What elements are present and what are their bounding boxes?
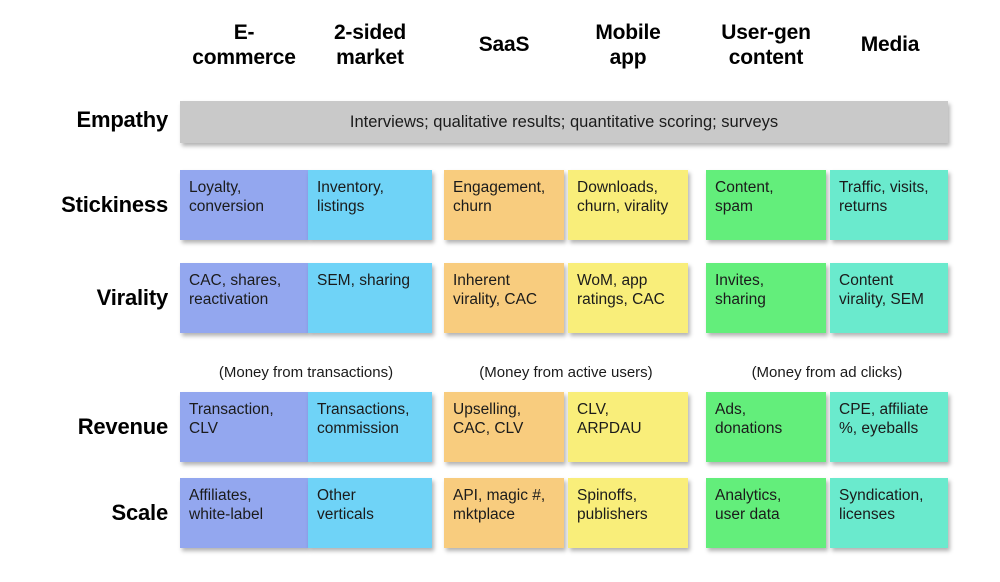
- cell-text: Invites, sharing: [715, 272, 766, 308]
- cell-stickiness-media: Traffic, visits, returns: [830, 170, 948, 240]
- cell-virality-saas: Inherent virality, CAC: [444, 263, 564, 333]
- cell-revenue-saas: Upselling, CAC, CLV: [444, 392, 564, 462]
- row-label-scale: Scale: [111, 500, 169, 525]
- cell-scale-saas: API, magic #, mktplace: [444, 478, 564, 548]
- column-header-ugc: User-gen content: [721, 21, 811, 69]
- column-header-ecommerce: E- commerce: [192, 21, 296, 69]
- cell-virality-ugc: Invites, sharing: [706, 263, 826, 333]
- cell-text: Analytics, user data: [715, 487, 782, 523]
- cell-text: Loyalty, conversion: [189, 179, 264, 215]
- cell-text: Content, spam: [715, 179, 774, 215]
- cell-text: CLV, ARPDAU: [577, 401, 642, 437]
- cell-scale-mobile-app: Spinoffs, publishers: [568, 478, 688, 548]
- cell-text: Content virality, SEM: [839, 272, 924, 308]
- cell-text: Engagement, churn: [453, 179, 546, 215]
- cell-scale-media: Syndication, licenses: [830, 478, 948, 548]
- cell-text: SEM, sharing: [317, 272, 411, 289]
- cell-scale-ecommerce: Affiliates, white-label: [180, 478, 308, 548]
- cell-text: Affiliates, white-label: [189, 487, 264, 523]
- row-label-virality: Virality: [96, 285, 169, 310]
- cell-text: Upselling, CAC, CLV: [453, 401, 524, 437]
- row-label-empathy: Empathy: [76, 107, 168, 132]
- cell-text: Traffic, visits, returns: [839, 179, 929, 215]
- cell-scale-ugc: Analytics, user data: [706, 478, 826, 548]
- cell-stickiness-saas: Engagement, churn: [444, 170, 564, 240]
- cell-text: Transaction, CLV: [189, 401, 274, 437]
- cell-text: Other verticals: [317, 487, 374, 523]
- cell-revenue-two-sided: Transactions, commission: [308, 392, 432, 462]
- cell-virality-mobile-app: WoM, app ratings, CAC: [568, 263, 688, 333]
- cell-stickiness-mobile-app: Downloads, churn, virality: [568, 170, 688, 240]
- cell-text: Inventory, listings: [317, 179, 384, 215]
- cell-text: API, magic #, mktplace: [453, 487, 546, 523]
- cell-virality-media: Content virality, SEM: [830, 263, 948, 333]
- cell-revenue-ecommerce: Transaction, CLV: [180, 392, 308, 462]
- empathy-banner: Interviews; qualitative results; quantit…: [180, 101, 948, 143]
- cell-text: Transactions, commission: [317, 401, 410, 437]
- group-note-ad-clicks: (Money from ad clicks): [751, 364, 903, 381]
- cell-revenue-mobile-app: CLV, ARPDAU: [568, 392, 688, 462]
- empathy-banner-text: Interviews; qualitative results; quantit…: [349, 112, 779, 131]
- cell-text: Syndication, licenses: [839, 487, 924, 523]
- group-note-active-users: (Money from active users): [479, 364, 653, 381]
- cell-virality-two-sided: SEM, sharing: [308, 263, 432, 333]
- cell-stickiness-two-sided: Inventory, listings: [308, 170, 432, 240]
- cell-text: CPE, affiliate %, eyeballs: [839, 401, 929, 437]
- cell-scale-two-sided: Other verticals: [308, 478, 432, 548]
- cell-revenue-media: CPE, affiliate %, eyeballs: [830, 392, 948, 462]
- cell-stickiness-ugc: Content, spam: [706, 170, 826, 240]
- column-header-two-sided: 2-sided market: [333, 21, 407, 69]
- cell-text: Spinoffs, publishers: [577, 487, 648, 523]
- column-header-saas: SaaS: [478, 33, 530, 56]
- row-label-stickiness: Stickiness: [61, 192, 168, 217]
- group-note-transactions: (Money from transactions): [218, 364, 394, 381]
- column-header-mobile-app: Mobile app: [595, 21, 661, 69]
- column-header-media: Media: [860, 33, 920, 56]
- cell-text: Inherent virality, CAC: [453, 272, 538, 308]
- cell-text: Downloads, churn, virality: [577, 179, 669, 215]
- cell-virality-ecommerce: CAC, shares, reactivation: [180, 263, 308, 333]
- cell-text: Ads, donations: [715, 401, 783, 437]
- row-label-revenue: Revenue: [77, 414, 169, 439]
- cell-revenue-ugc: Ads, donations: [706, 392, 826, 462]
- cell-text: WoM, app ratings, CAC: [577, 272, 665, 308]
- cell-stickiness-ecommerce: Loyalty, conversion: [180, 170, 308, 240]
- cell-text: CAC, shares, reactivation: [189, 272, 282, 308]
